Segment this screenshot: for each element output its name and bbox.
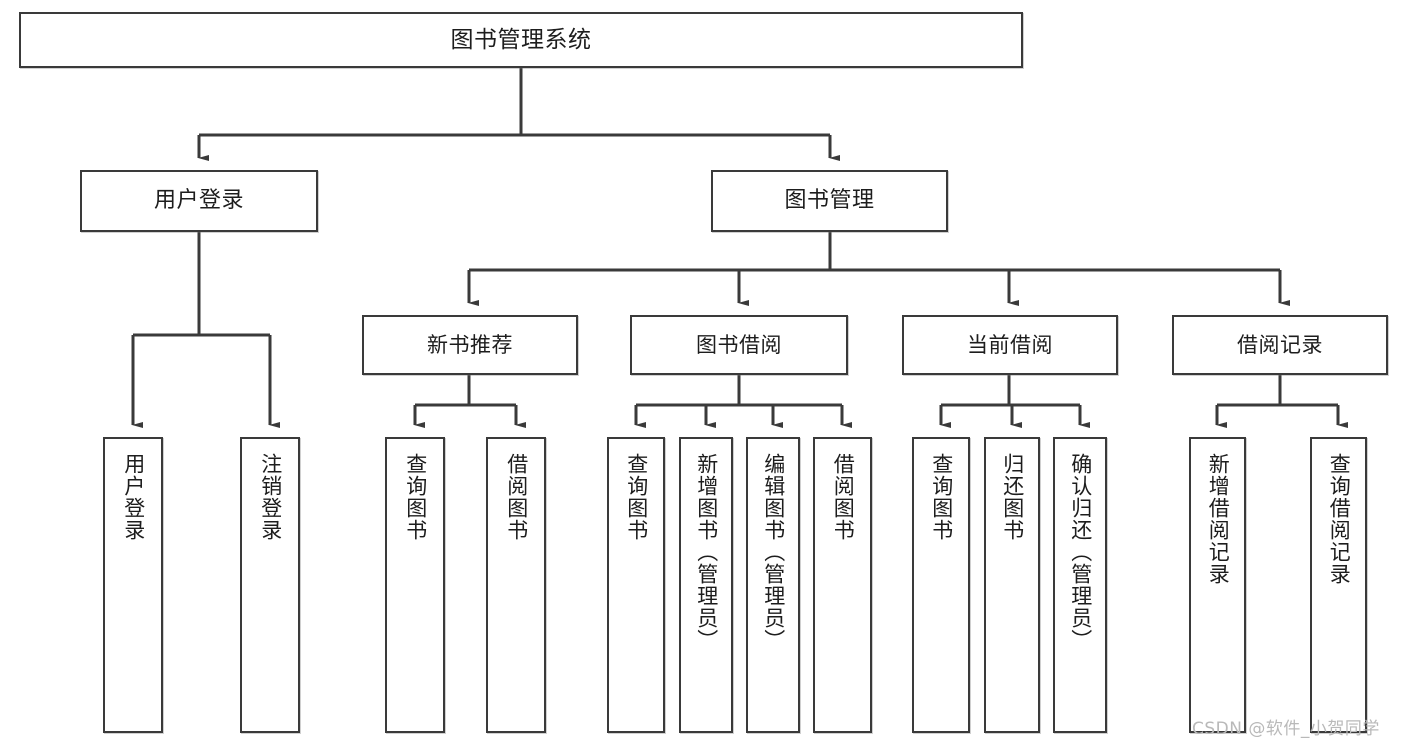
- node-leaf-add-book-label: 新增图书（管理员）: [694, 453, 719, 651]
- node-leaf-query-book-1-label: 查询图书: [403, 453, 428, 541]
- node-new-book-recommend-label: 新书推荐: [427, 332, 513, 357]
- node-leaf-edit-book[interactable]: 编辑图书（管理员）: [746, 437, 800, 733]
- node-leaf-edit-book-label: 编辑图书（管理员）: [761, 453, 786, 651]
- node-root-label: 图书管理系统: [450, 26, 592, 53]
- node-root[interactable]: 图书管理系统: [19, 12, 1023, 68]
- node-leaf-borrow-book-2[interactable]: 借阅图书: [813, 437, 872, 733]
- node-borrow-record[interactable]: 借阅记录: [1172, 315, 1388, 375]
- node-leaf-borrow-book-1-label: 借阅图书: [504, 453, 529, 541]
- node-leaf-confirm-return-label: 确认归还（管理员）: [1068, 453, 1093, 651]
- node-leaf-return-book-label: 归还图书: [1000, 453, 1025, 541]
- node-leaf-logout-label: 注销登录: [258, 453, 283, 541]
- node-leaf-confirm-return[interactable]: 确认归还（管理员）: [1053, 437, 1107, 733]
- node-leaf-query-book-1[interactable]: 查询图书: [385, 437, 445, 733]
- node-leaf-query-record[interactable]: 查询借阅记录: [1310, 437, 1367, 733]
- node-leaf-query-book-2-label: 查询图书: [624, 453, 649, 541]
- node-leaf-logout[interactable]: 注销登录: [240, 437, 300, 733]
- node-leaf-query-book-2[interactable]: 查询图书: [607, 437, 665, 733]
- node-user-login[interactable]: 用户登录: [80, 170, 318, 232]
- node-user-login-label: 用户登录: [153, 188, 244, 214]
- node-current-borrow-label: 当前借阅: [967, 332, 1053, 357]
- node-leaf-borrow-book-2-label: 借阅图书: [831, 453, 856, 541]
- node-leaf-add-record[interactable]: 新增借阅记录: [1189, 437, 1246, 733]
- node-leaf-user-login[interactable]: 用户登录: [103, 437, 163, 733]
- node-leaf-query-record-label: 查询借阅记录: [1327, 453, 1352, 585]
- node-leaf-user-login-label: 用户登录: [121, 453, 146, 541]
- node-new-book-recommend[interactable]: 新书推荐: [362, 315, 578, 375]
- node-borrow-record-label: 借阅记录: [1237, 332, 1323, 357]
- node-current-borrow[interactable]: 当前借阅: [902, 315, 1118, 375]
- node-leaf-add-record-label: 新增借阅记录: [1206, 453, 1231, 585]
- csdn-watermark: CSDN @软件_小贺同学: [1192, 719, 1380, 739]
- node-leaf-query-book-3-label: 查询图书: [929, 453, 954, 541]
- node-book-manage[interactable]: 图书管理: [711, 170, 948, 232]
- node-leaf-return-book[interactable]: 归还图书: [984, 437, 1040, 733]
- node-book-borrow[interactable]: 图书借阅: [630, 315, 848, 375]
- node-leaf-query-book-3[interactable]: 查询图书: [912, 437, 970, 733]
- node-leaf-add-book[interactable]: 新增图书（管理员）: [679, 437, 733, 733]
- node-book-manage-label: 图书管理: [784, 188, 875, 214]
- node-leaf-borrow-book-1[interactable]: 借阅图书: [486, 437, 546, 733]
- node-book-borrow-label: 图书借阅: [696, 332, 782, 357]
